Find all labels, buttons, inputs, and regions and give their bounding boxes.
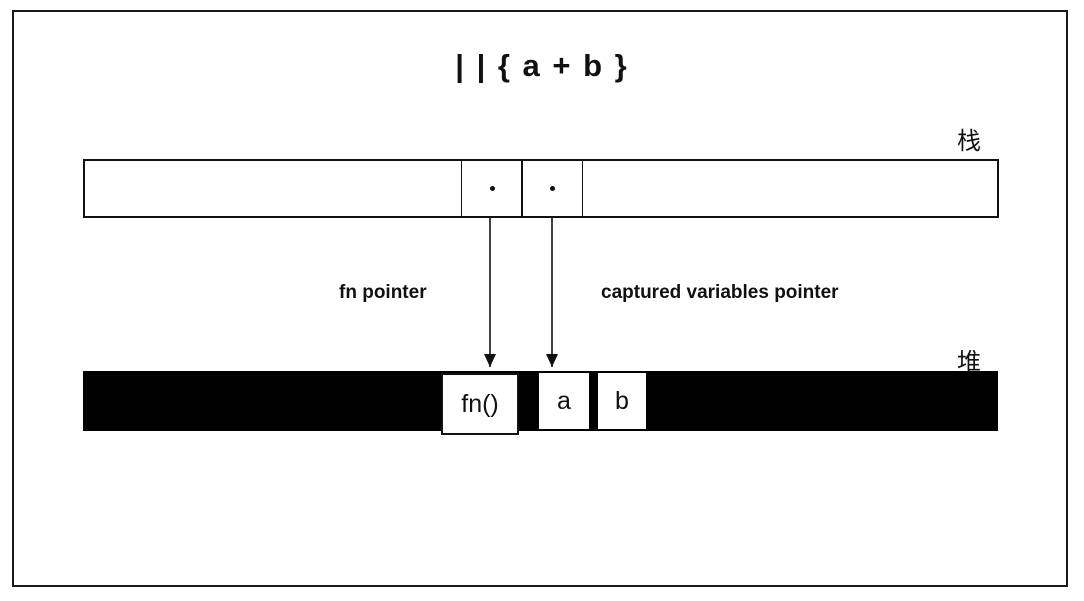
captured-pointer-dot — [550, 185, 555, 191]
heap-var-a-cell: a — [539, 373, 589, 429]
stack-label: 栈 — [957, 127, 981, 155]
heap-var-b-cell: b — [598, 373, 646, 429]
heap-fn-cell: fn() — [441, 373, 519, 435]
diagram-frame — [12, 10, 1068, 587]
closure-expression-title: | | { a + b } — [455, 48, 629, 83]
stack-captured-pointer-slot — [521, 161, 583, 216]
fn-pointer-arrowhead — [484, 354, 496, 367]
fn-pointer-label: fn pointer — [339, 282, 427, 303]
captured-variables-pointer-label: captured variables pointer — [601, 282, 839, 303]
captured-pointer-arrowhead — [546, 354, 558, 367]
fn-pointer-dot — [489, 185, 495, 191]
stack-memory-bar — [83, 159, 999, 218]
